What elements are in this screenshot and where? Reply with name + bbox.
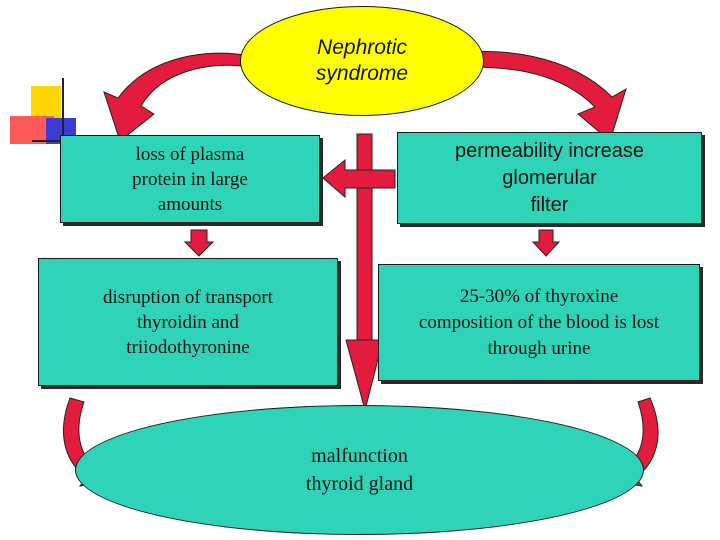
box-thyroxine-lost: 25-30% of thyroxine composition of the b…	[378, 264, 700, 381]
box-permeability-increase: permeability increase glomerular filter	[397, 132, 702, 224]
top-ellipse-nephrotic-syndrome: Nephrotic syndrome	[240, 6, 484, 116]
center-arrow-head	[345, 339, 384, 412]
logo-yellow-square	[31, 86, 61, 119]
small-down-arrow-right	[531, 229, 561, 257]
bottom-ellipse-malfunction-thyroid: malfunction thyroid gland	[75, 405, 644, 535]
center-left-arrow	[322, 158, 396, 199]
small-down-arrow-left	[183, 229, 215, 257]
box-loss-of-plasma-protein: loss of plasma protein in large amounts	[60, 135, 320, 223]
center-arrow-shaft	[356, 133, 373, 345]
box-disruption-of-transport: disruption of transport thyroidin and tr…	[38, 258, 338, 386]
curved-arrow-top-left	[103, 52, 251, 142]
